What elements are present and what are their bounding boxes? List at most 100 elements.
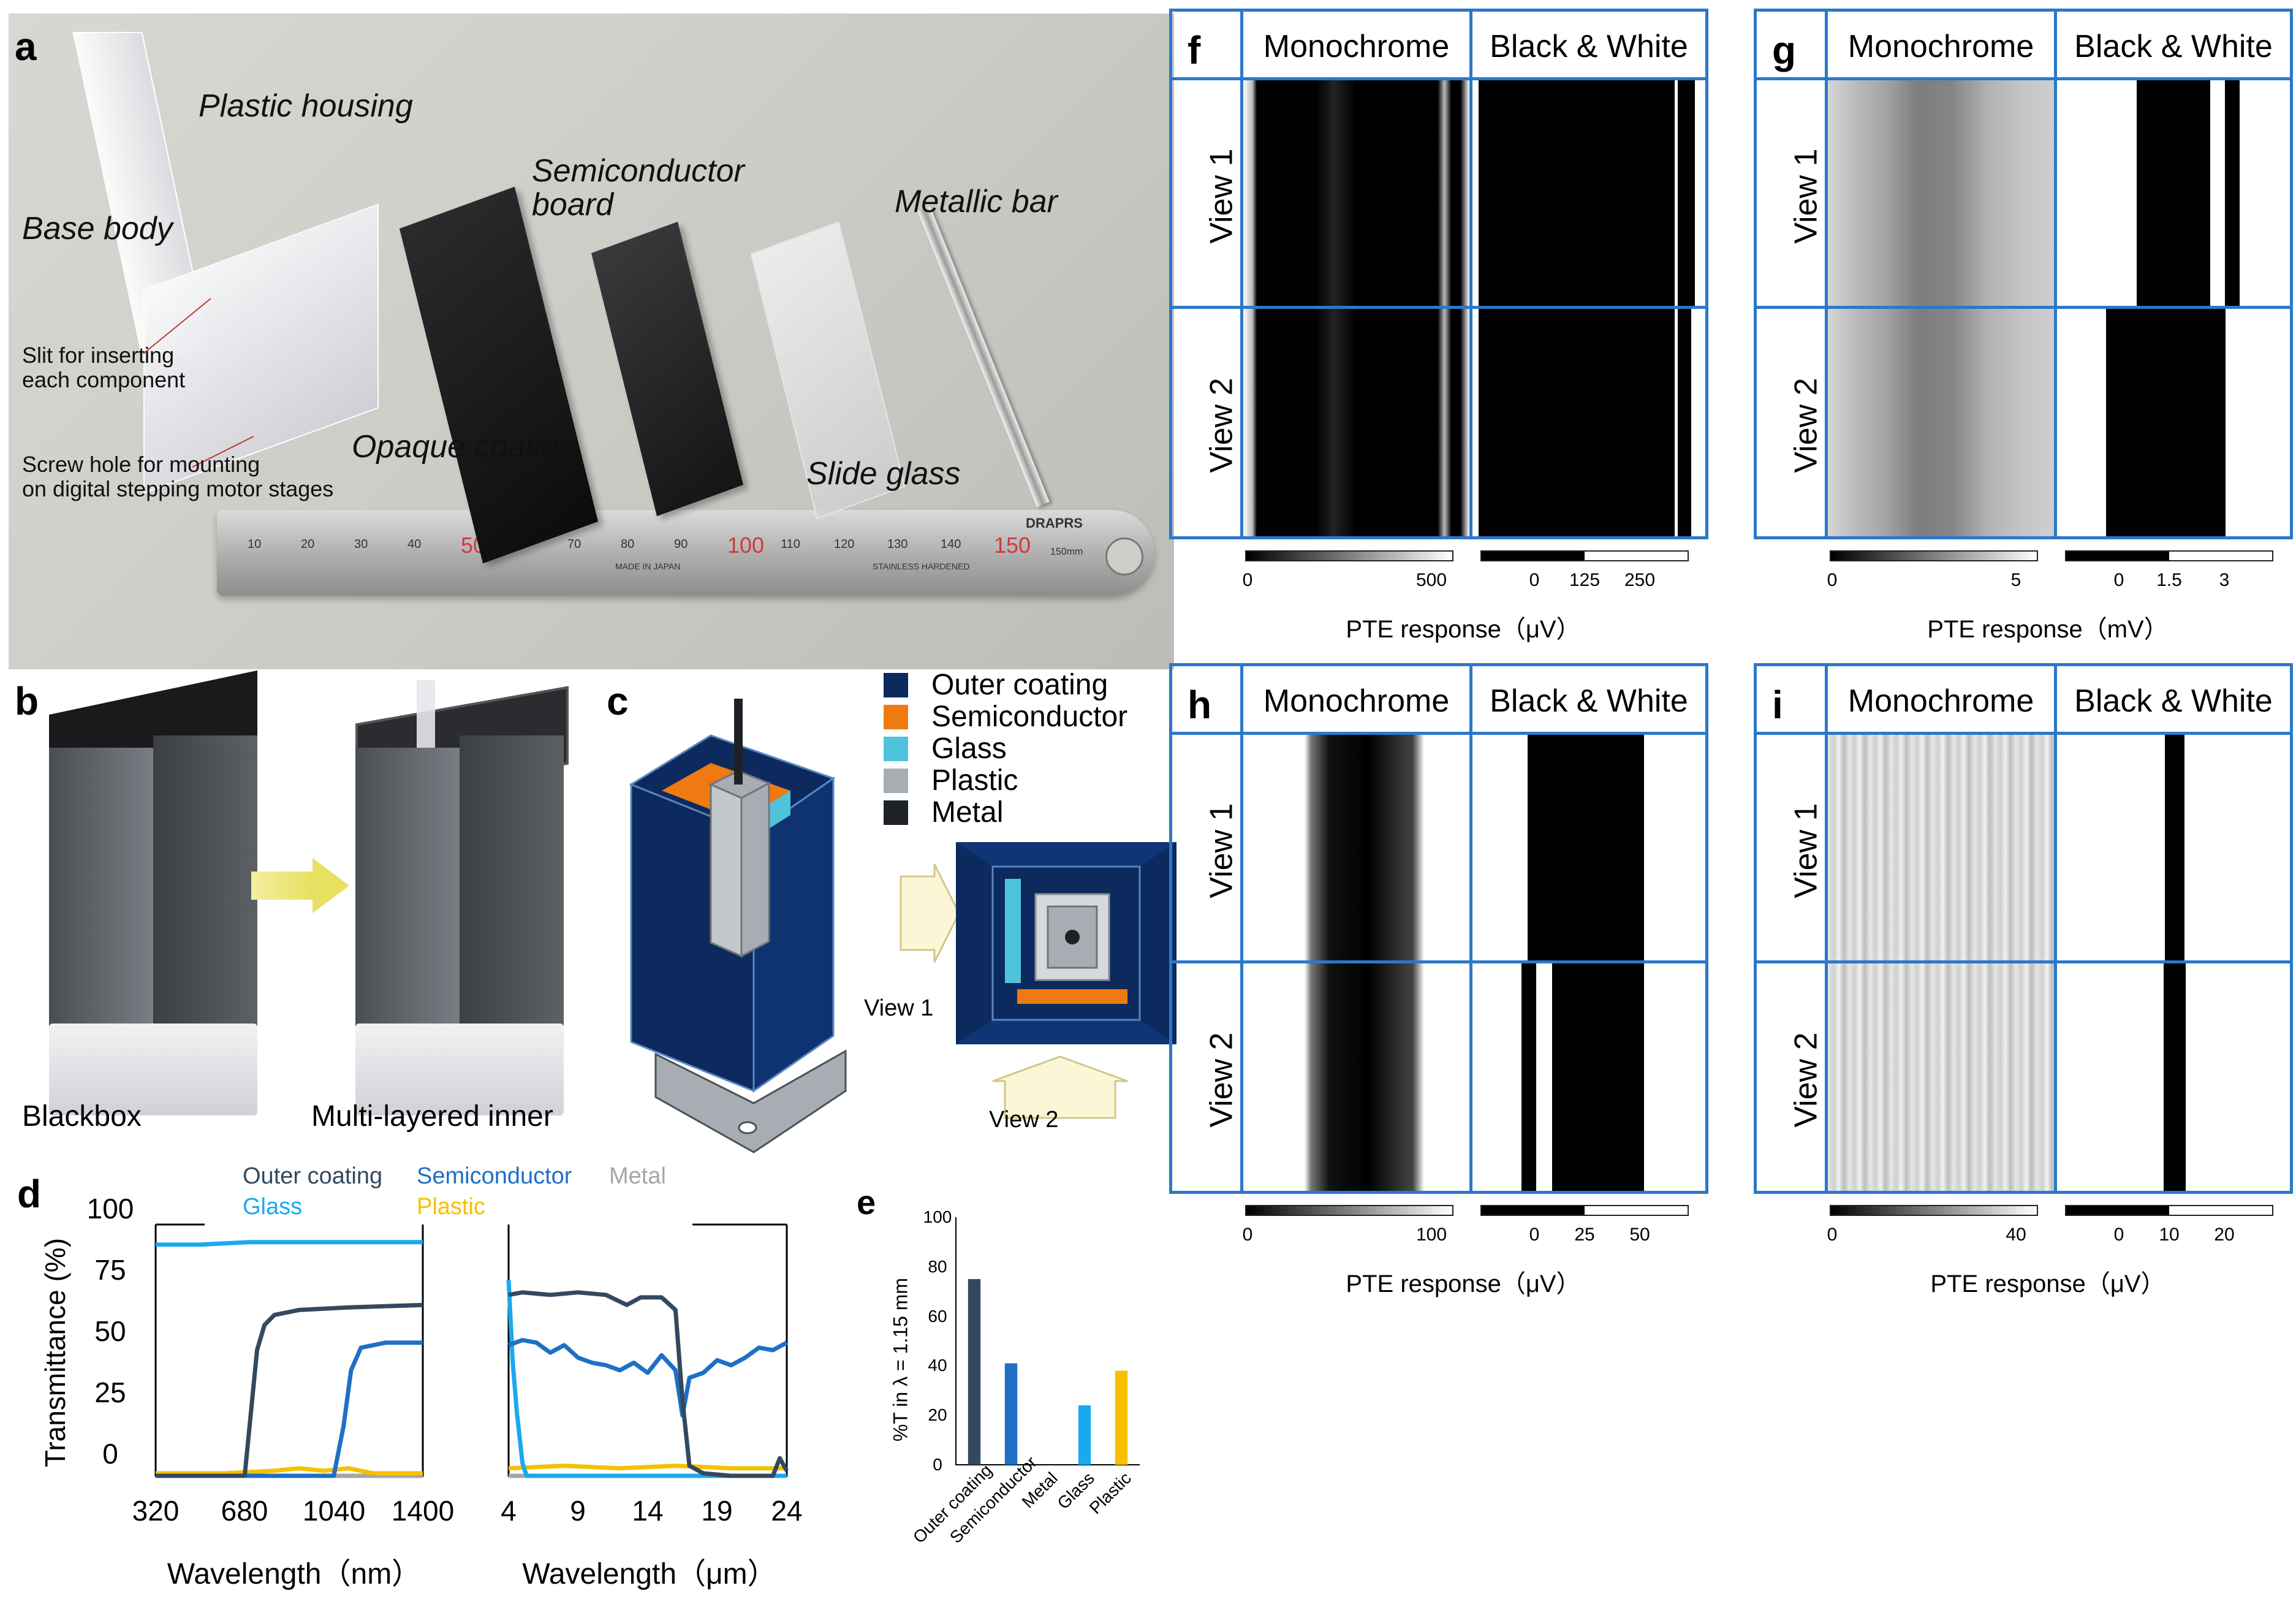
- ruler-scale: 102030405060708090100110120130140150: [248, 533, 1075, 562]
- colorbar-axis-title: PTE response（μV）: [1930, 1270, 2165, 1297]
- bw-tick-1: 25: [1574, 1225, 1595, 1245]
- view-arrow-2: [992, 1055, 1128, 1119]
- heatmap-col1-line: [1825, 663, 1828, 1194]
- axis-frame: [154, 1225, 424, 1477]
- heatmap-row-line: [1754, 306, 2293, 309]
- colorbar-axis-title: PTE response（mV）: [1927, 616, 2169, 643]
- heatmap-row-line: [1169, 960, 1708, 963]
- d-ytick-0: 0: [102, 1438, 118, 1470]
- mono-tick-min: 0: [1827, 570, 1838, 590]
- bw-image-view-1: [2057, 735, 2290, 960]
- legend-swatch-outer: [884, 673, 908, 697]
- bw-black-region: [1521, 963, 1536, 1191]
- bw-black-region: [1678, 309, 1691, 536]
- mono-tick-min: 0: [1827, 1225, 1838, 1245]
- legend-d-outer: Outer coating: [243, 1163, 383, 1189]
- label-slide-glass: Slide glass: [806, 456, 961, 492]
- legend-label-metal: Metal: [931, 796, 1004, 829]
- mono-image-view-2: [1828, 309, 2054, 536]
- legend-swatch-semi: [884, 705, 908, 729]
- mono-colorbar: [1245, 1205, 1453, 1216]
- bw-image-view-2: [1472, 309, 1705, 536]
- d-right-plot: [506, 1223, 789, 1478]
- d-xtick-9: 9: [570, 1495, 586, 1527]
- mono-image-view-1: [1828, 735, 2054, 960]
- heatmap-row-line: [1754, 960, 2293, 963]
- legend-d-metal: Metal: [609, 1163, 666, 1189]
- heatmap-col2-line: [2054, 663, 2057, 1194]
- d-right-xlabel: Wavelength（μm）: [522, 1558, 777, 1590]
- series-line-outer-coating: [156, 1302, 423, 1478]
- arrow-right: [251, 858, 349, 913]
- d-xtick-24: 24: [771, 1495, 803, 1527]
- label-metallic-bar: Metallic bar: [895, 184, 1058, 219]
- label-plastic-housing: Plastic housing: [199, 88, 413, 124]
- bw-colorbar: [2065, 550, 2273, 561]
- ruler-number: 20: [301, 537, 315, 551]
- series-line-glass: [506, 1280, 787, 1478]
- bw-black-region: [1678, 80, 1695, 306]
- series-line-semiconductor: [507, 1338, 788, 1418]
- heatmap-header-line: [1169, 732, 1708, 735]
- bar-semiconductor: [1004, 1363, 1018, 1465]
- series-line-plastic: [156, 1466, 423, 1476]
- header-black-white: Black & White: [1490, 683, 1688, 719]
- heatmap-col1-line: [1825, 9, 1828, 539]
- e-ytick: 0: [933, 1455, 942, 1474]
- heatmap-frame: [1169, 663, 1708, 1194]
- mono-tick-max: 500: [1415, 570, 1447, 590]
- bw-black-region: [1479, 80, 1675, 306]
- bw-tick-0: 0: [1529, 1225, 1540, 1245]
- d-ytick-25: 25: [94, 1377, 126, 1408]
- steel-ruler: [217, 510, 1154, 596]
- bw-tick-2: 50: [1629, 1225, 1650, 1245]
- d-ytick-75: 75: [94, 1254, 126, 1286]
- d-xtick-320: 320: [132, 1495, 180, 1527]
- heatmap-col2-line: [1469, 9, 1472, 539]
- mono-colorbar: [1245, 550, 1453, 561]
- legend-d-semi: Semiconductor: [417, 1163, 572, 1189]
- ruler-number: 40: [407, 537, 422, 551]
- panel-letter-i: i: [1772, 683, 1783, 727]
- bw-image-view-1: [1472, 735, 1705, 960]
- bw-tick-2: 20: [2214, 1225, 2235, 1245]
- mono-colorbar: [1830, 1205, 2038, 1216]
- header-monochrome: Monochrome: [1263, 29, 1450, 64]
- bw-black-region: [2165, 735, 2184, 960]
- legend-d-glass: Glass: [243, 1194, 303, 1220]
- header-monochrome: Monochrome: [1263, 683, 1450, 719]
- label-blackbox: Blackbox: [22, 1100, 142, 1133]
- bw-black-region: [2164, 963, 2186, 1191]
- series-line-glass: [156, 1240, 423, 1247]
- e-plot: [955, 1217, 1140, 1465]
- d-yticks: 0 25 50 75 100: [67, 1193, 134, 1483]
- mono-tick-min: 0: [1242, 1225, 1253, 1245]
- ruler-number: 30: [354, 537, 368, 551]
- bw-black-region: [2106, 309, 2226, 536]
- heatmap-col2-line: [1469, 663, 1472, 1194]
- d-xtick-1400: 1400: [391, 1495, 455, 1527]
- bw-black-region: [2225, 80, 2240, 306]
- header-black-white: Black & White: [2074, 683, 2273, 719]
- mono-tick-max: 5: [2010, 570, 2021, 590]
- ruler-steel: STAINLESS HARDENED: [873, 561, 970, 571]
- panel-letter-g: g: [1772, 28, 1797, 72]
- bw-colorbar: [1480, 550, 1689, 561]
- ruler-number: 80: [621, 537, 635, 551]
- bw-colorbar: [1480, 1205, 1689, 1216]
- d-xtick-680: 680: [221, 1495, 268, 1527]
- bw-image-view-1: [1472, 80, 1705, 306]
- mono-image-view-2: [1828, 963, 2054, 1191]
- ruler-brand: DRAPRS: [1026, 515, 1083, 531]
- heatmap-header-line: [1169, 77, 1708, 80]
- ruler-number: 130: [887, 537, 908, 551]
- ruler-number: 10: [248, 537, 262, 551]
- ruler-number: 70: [567, 537, 582, 551]
- bw-tick-1: 125: [1569, 570, 1601, 590]
- bw-tick-0: 0: [2113, 570, 2124, 590]
- heatmap-col1-line: [1240, 9, 1243, 539]
